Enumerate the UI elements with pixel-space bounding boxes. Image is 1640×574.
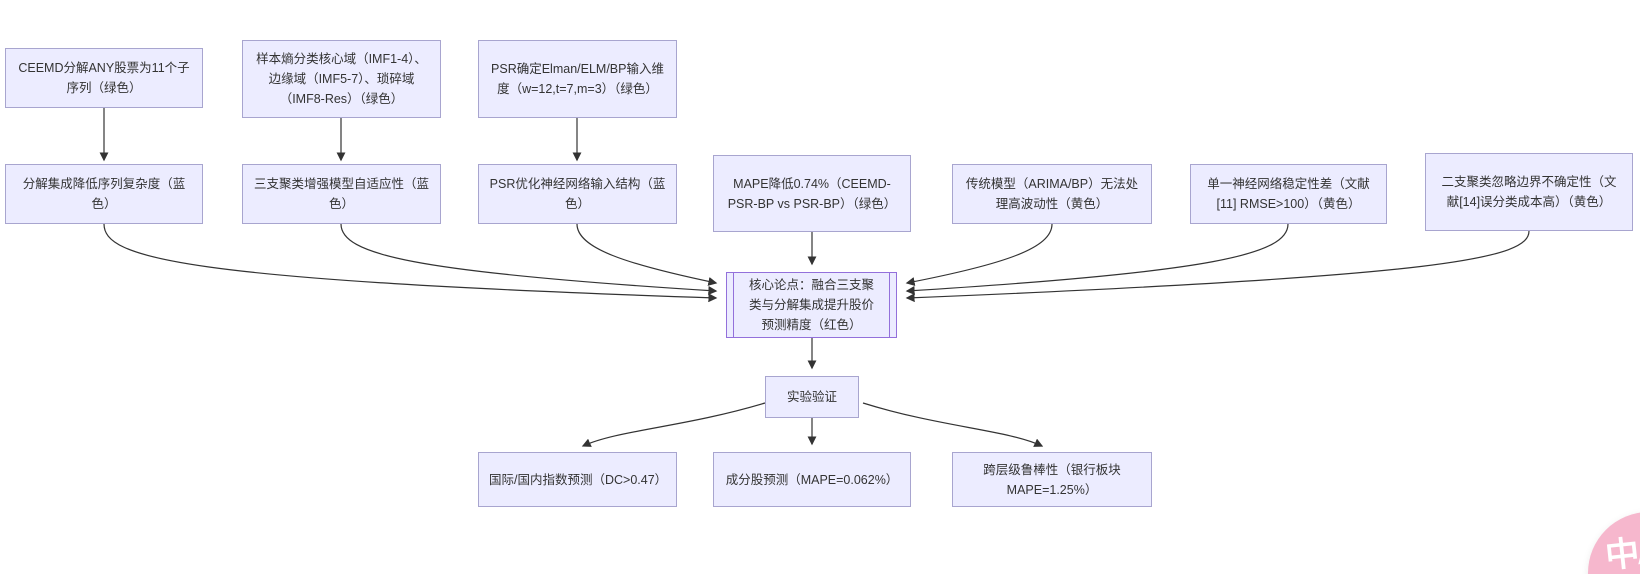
node-label: 跨层级鲁棒性（银行板块MAPE=1.25%）	[983, 462, 1121, 497]
node-label: 实验验证	[786, 390, 837, 404]
node-decomposition-ensemble: 分解集成降低序列复杂度（蓝色）	[5, 164, 203, 224]
node-label: 单一神经网络稳定性差（文献[11] RMSE>100）（黄色）	[1207, 177, 1370, 211]
node-mape-reduction: MAPE降低0.74%（CEEMD-PSR-BP vs PSR-BP）（绿色）	[713, 155, 911, 232]
edge-twoway-core	[905, 230, 1530, 303]
node-three-way-clustering: 三支聚类增强模型自适应性（蓝色）	[242, 164, 441, 224]
edge-psropt-core	[576, 223, 718, 286]
node-label: 三支聚类增强模型自适应性（蓝色）	[253, 177, 429, 211]
node-cross-level-robustness: 跨层级鲁棒性（银行板块MAPE=1.25%）	[952, 452, 1152, 507]
node-constituent-stock-prediction: 成分股预测（MAPE=0.062%）	[713, 452, 911, 507]
node-label: 国际/国内指数预测（DC>0.47）	[489, 472, 668, 487]
edge-singlenn-core	[905, 223, 1289, 296]
node-label: 核心论点：融合三支聚类与分解集成提升股价预测精度（红色）	[748, 278, 874, 332]
edge-experiment-index	[581, 402, 766, 447]
node-label: MAPE降低0.74%（CEEMD-PSR-BP vs PSR-BP）（绿色）	[727, 176, 897, 211]
node-traditional-model-limit: 传统模型（ARIMA/BP）无法处理高波动性（黄色）	[952, 164, 1152, 224]
node-experiment-validation: 实验验证	[765, 376, 859, 418]
node-label: 二支聚类忽略边界不确定性（文献[14]误分类成本高）（黄色）	[1441, 175, 1617, 209]
edge-traditional-core	[905, 223, 1053, 286]
edge-threeway-core	[340, 223, 718, 296]
node-single-nn-instability: 单一神经网络稳定性差（文献[11] RMSE>100）（黄色）	[1190, 164, 1387, 224]
translate-fab-label: 中A	[1603, 532, 1640, 574]
node-label: 分解集成降低序列复杂度（蓝色）	[22, 177, 186, 211]
edge-decomp-core	[103, 223, 718, 303]
node-core-thesis: 核心论点：融合三支聚类与分解集成提升股价预测精度（红色）	[726, 272, 897, 338]
node-index-prediction: 国际/国内指数预测（DC>0.47）	[478, 452, 677, 507]
node-sample-entropy: 样本熵分类核心域（IMF1-4）、边缘域（IMF5-7）、琐碎域（IMF8-Re…	[242, 40, 441, 118]
node-label: CEEMD分解ANY股票为11个子序列（绿色）	[18, 61, 190, 95]
node-label: 传统模型（ARIMA/BP）无法处理高波动性（黄色）	[965, 177, 1139, 211]
node-two-way-clustering-limit: 二支聚类忽略边界不确定性（文献[14]误分类成本高）（黄色）	[1425, 153, 1633, 231]
node-psr-optimization: PSR优化神经网络输入结构（蓝色）	[478, 164, 677, 224]
node-psr-input-dimension: PSR确定Elman/ELM/BP输入维度（w=12,t=7,m=3）（绿色）	[478, 40, 677, 118]
node-label: PSR优化神经网络输入结构（蓝色）	[489, 177, 666, 211]
node-ceemd-decomposition: CEEMD分解ANY股票为11个子序列（绿色）	[5, 48, 203, 108]
node-label: 样本熵分类核心域（IMF1-4）、边缘域（IMF5-7）、琐碎域（IMF8-Re…	[256, 52, 427, 106]
node-label: PSR确定Elman/ELM/BP输入维度（w=12,t=7,m=3）（绿色）	[491, 62, 664, 96]
edge-experiment-robust	[862, 402, 1044, 447]
node-label: 成分股预测（MAPE=0.062%）	[725, 472, 899, 487]
